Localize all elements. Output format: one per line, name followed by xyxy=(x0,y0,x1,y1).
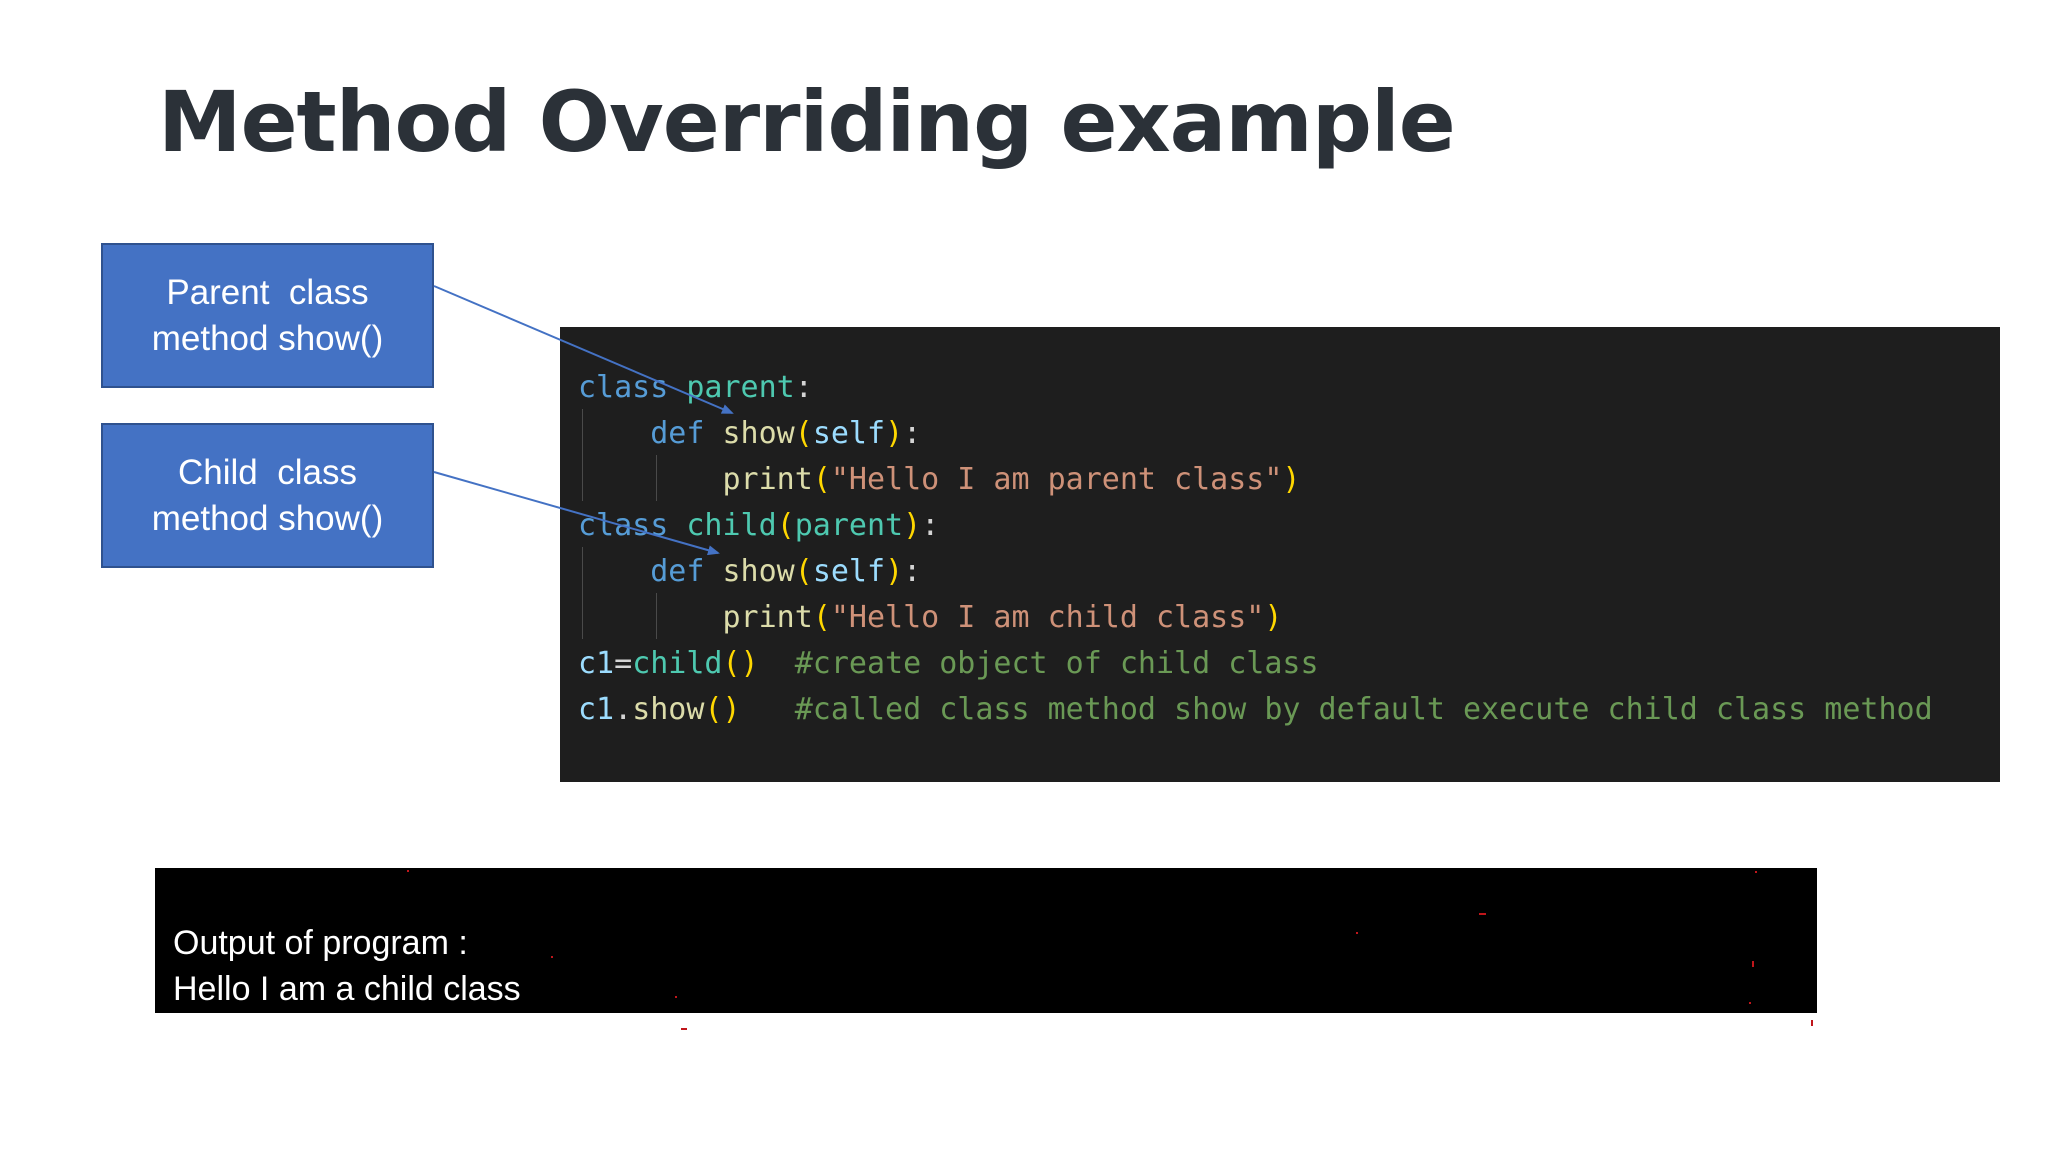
code-token: child xyxy=(686,508,777,543)
code-token: print xyxy=(722,462,813,497)
code-token: parent xyxy=(794,508,904,543)
code-line: class parent: xyxy=(578,365,813,411)
slide-title: Method Overriding example xyxy=(158,73,1456,171)
code-token: ( xyxy=(812,462,831,497)
code-token xyxy=(578,600,723,635)
indent-guide xyxy=(582,409,583,501)
code-token: () xyxy=(722,646,759,681)
code-token: def xyxy=(650,554,705,589)
code-token xyxy=(668,370,686,405)
code-token: parent xyxy=(686,370,795,405)
code-token: ) xyxy=(1282,462,1301,497)
code-line: print("Hello I am parent class") xyxy=(578,457,1301,503)
parent-callout-line1: Parent class xyxy=(166,272,369,312)
code-token: () xyxy=(704,692,741,727)
noise-speck xyxy=(1755,871,1757,873)
output-result: Hello I am a child class xyxy=(173,970,521,1008)
noise-speck xyxy=(675,996,677,998)
indent-guide xyxy=(582,547,583,639)
child-callout-line2: method show() xyxy=(151,498,384,538)
parent-callout-line2: method show() xyxy=(151,318,384,358)
code-token xyxy=(704,416,722,451)
noise-speck xyxy=(1356,932,1358,934)
code-token: ( xyxy=(794,416,813,451)
noise-speck xyxy=(1479,913,1486,915)
code-token: #create object of child class xyxy=(794,646,1319,681)
indent-guide xyxy=(656,593,657,639)
code-token xyxy=(759,646,795,681)
code-token: class xyxy=(578,508,669,543)
code-panel: class parent: def show(self): print("Hel… xyxy=(560,327,2000,782)
noise-speck xyxy=(551,956,553,958)
code-token: ( xyxy=(812,600,831,635)
noise-speck xyxy=(407,870,409,872)
code-line: class child(parent): xyxy=(578,503,939,549)
code-line: print("Hello I am child class") xyxy=(578,595,1283,641)
code-token: ( xyxy=(776,508,795,543)
code-token: show xyxy=(722,416,795,451)
code-token: ) xyxy=(903,508,922,543)
code-token: = xyxy=(614,646,633,681)
code-token: show xyxy=(722,554,795,589)
code-token: "Hello I am child class" xyxy=(830,600,1265,635)
code-line: def show(self): xyxy=(578,549,921,595)
code-token: def xyxy=(650,416,705,451)
code-token: ) xyxy=(1264,600,1283,635)
code-token: #called class method show by default exe… xyxy=(794,692,1933,727)
code-token xyxy=(578,462,723,497)
noise-speck xyxy=(1811,1020,1813,1026)
code-token: child xyxy=(632,646,723,681)
code-line: def show(self): xyxy=(578,411,921,457)
code-token xyxy=(668,508,686,543)
code-token: c1 xyxy=(578,692,615,727)
code-token: ) xyxy=(885,416,904,451)
code-token xyxy=(578,416,650,451)
code-token: . xyxy=(614,692,633,727)
code-token: : xyxy=(921,508,940,543)
code-token: ( xyxy=(794,554,813,589)
code-line: c1=child() #create object of child class xyxy=(578,641,1319,687)
parent-method-callout: Parent class method show() xyxy=(101,243,434,388)
child-callout-line1: Child class xyxy=(178,452,357,492)
code-token: self xyxy=(812,416,886,451)
output-heading: Output of program : xyxy=(173,924,468,962)
code-token: c1 xyxy=(578,646,615,681)
program-output-box: Output of program : Hello I am a child c… xyxy=(155,868,1817,1013)
code-token xyxy=(741,692,795,727)
code-token: "Hello I am parent class" xyxy=(830,462,1283,497)
code-token xyxy=(704,554,722,589)
code-line: c1.show() #called class method show by d… xyxy=(578,687,1933,733)
code-token xyxy=(578,554,650,589)
noise-speck xyxy=(1752,961,1754,967)
code-token: print xyxy=(722,600,813,635)
code-token: : xyxy=(903,554,922,589)
code-token: : xyxy=(903,416,922,451)
code-token: show xyxy=(632,692,705,727)
child-method-callout: Child class method show() xyxy=(101,423,434,568)
code-token: : xyxy=(794,370,813,405)
code-token: self xyxy=(812,554,886,589)
noise-speck xyxy=(681,1028,687,1030)
code-token: class xyxy=(578,370,669,405)
code-token: ) xyxy=(885,554,904,589)
noise-speck xyxy=(1749,1002,1751,1004)
